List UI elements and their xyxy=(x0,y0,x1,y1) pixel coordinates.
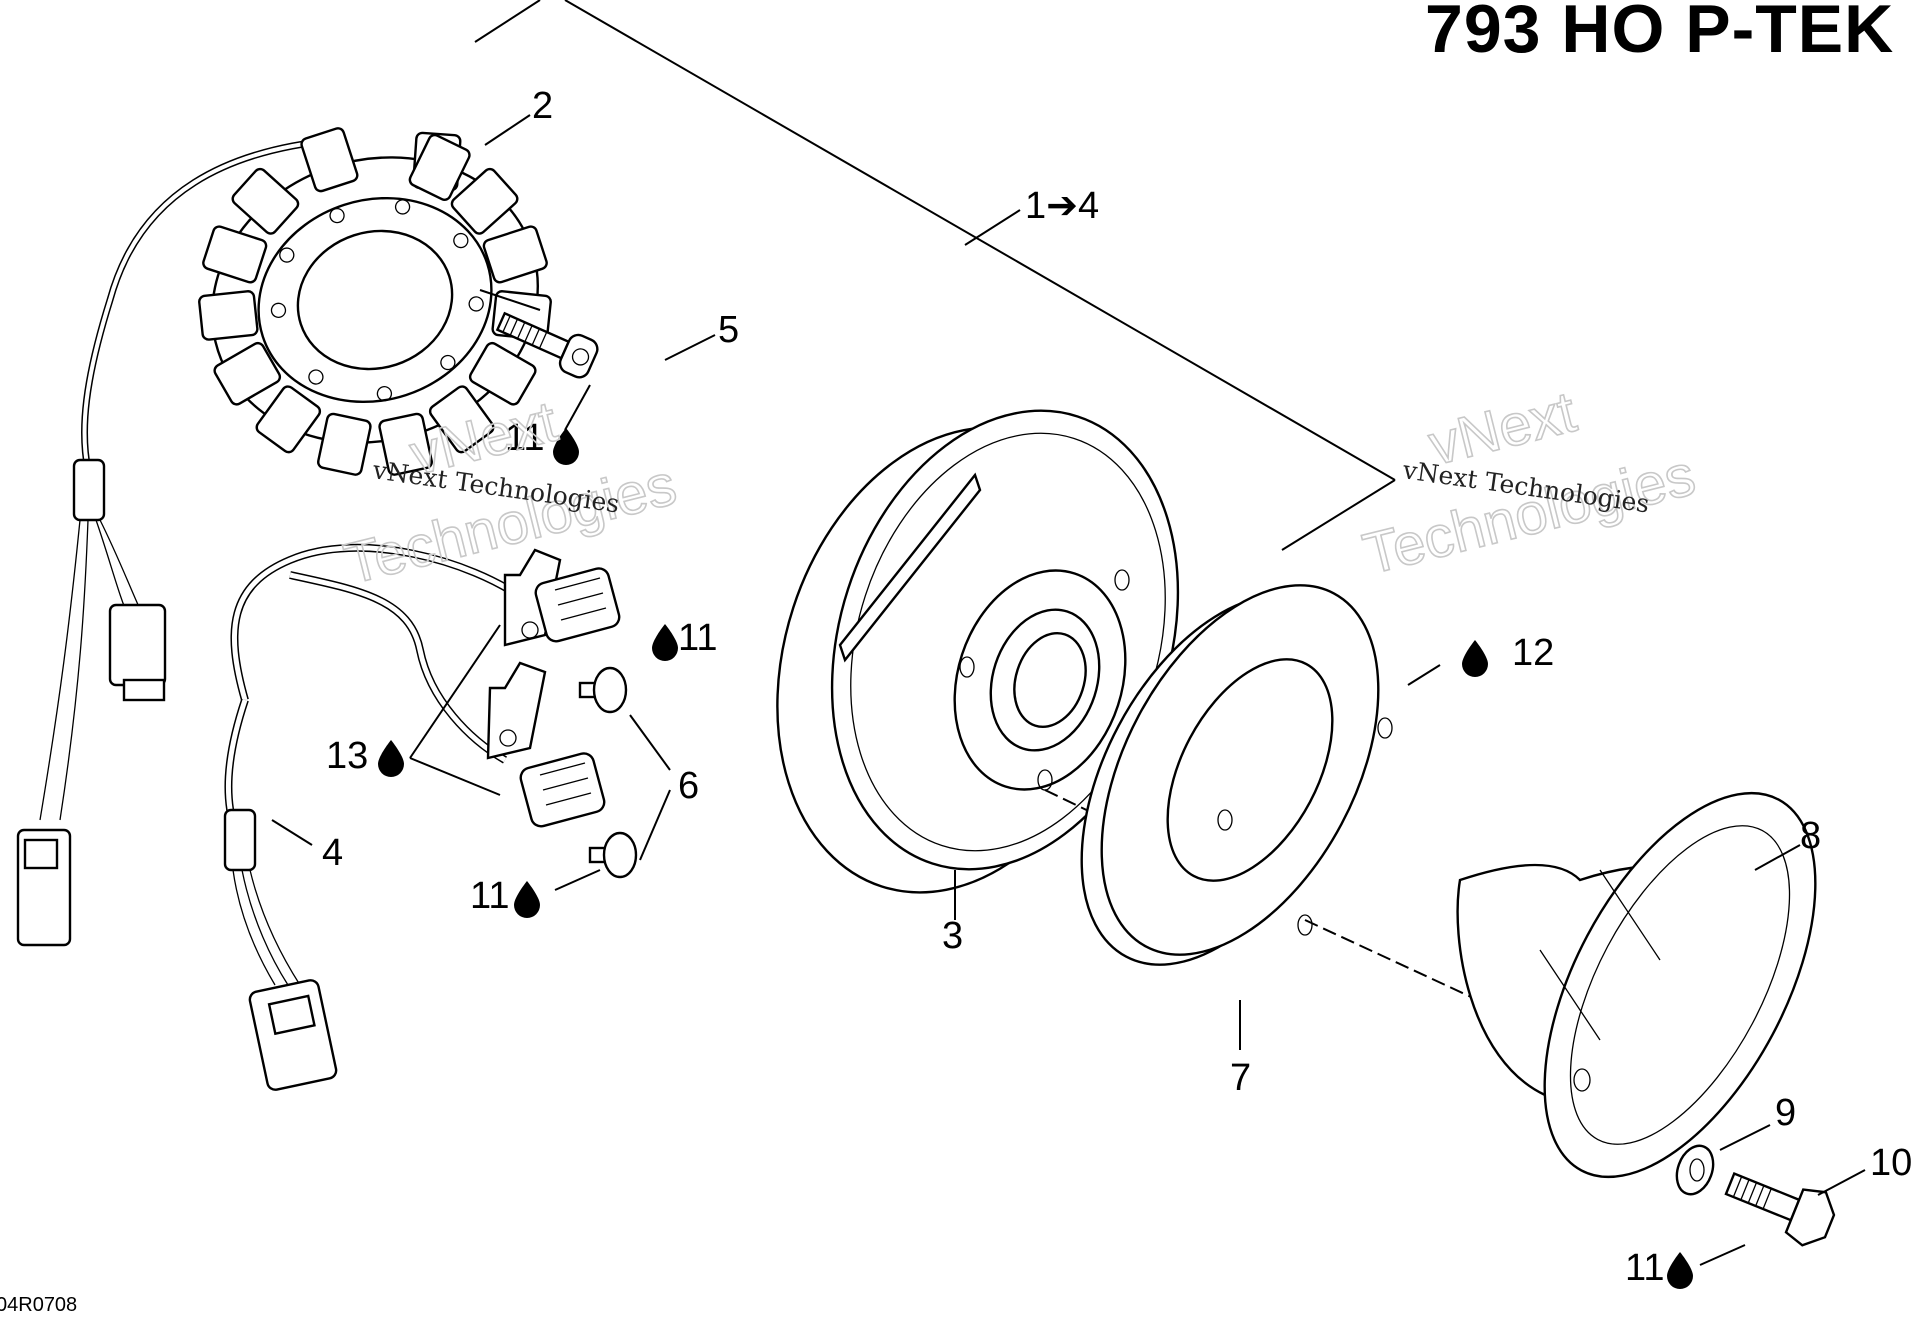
trigger-coil-lower xyxy=(486,661,606,828)
callout-11-lower: 11 xyxy=(470,875,509,917)
stator-screw xyxy=(495,311,599,379)
callout-9: 9 xyxy=(1775,1092,1796,1134)
drop-icon xyxy=(378,740,404,777)
drop-icon xyxy=(514,881,540,918)
callout-labels: 2 1➔4 5 11 11 12 13 6 4 11 3 7 8 9 10 11 xyxy=(322,85,1911,1289)
stator xyxy=(198,127,552,476)
drop-icon xyxy=(652,624,678,661)
callout-11-upper: 11 xyxy=(678,617,717,659)
callout-12: 12 xyxy=(1512,632,1554,674)
callout-4: 4 xyxy=(322,832,343,874)
flywheel-bolt xyxy=(1724,1172,1836,1247)
callout-3: 3 xyxy=(942,915,963,957)
page-title: 793 HO P-TEK xyxy=(1425,0,1895,67)
assembly-bracket-1-4 xyxy=(474,0,1396,551)
drop-icon xyxy=(553,428,579,465)
callout-2: 2 xyxy=(532,85,553,127)
drop-icon xyxy=(1667,1252,1693,1289)
drop-icons xyxy=(378,428,1693,1289)
ring-gear xyxy=(1080,584,1393,966)
drawing-code: 04R0708 xyxy=(0,1294,78,1316)
starter-cup xyxy=(1456,791,1817,1179)
callout-10: 10 xyxy=(1870,1142,1911,1184)
stator-harness xyxy=(16,136,336,947)
washer xyxy=(1675,1144,1715,1196)
callout-7: 7 xyxy=(1230,1057,1251,1099)
callout-11-flywheel: 11 xyxy=(1625,1247,1664,1289)
callout-11-bolt: 11 xyxy=(505,417,544,459)
callout-6: 6 xyxy=(678,765,699,807)
trigger-coil-screw-lower xyxy=(588,831,638,879)
trigger-coil-upper xyxy=(503,548,621,647)
flywheel xyxy=(776,409,1180,894)
callout-5: 5 xyxy=(718,309,739,351)
callout-8: 8 xyxy=(1800,815,1821,857)
callout-1-4: 1➔4 xyxy=(1025,185,1099,227)
callout-13: 13 xyxy=(326,735,368,777)
trigger-coil-screw-upper xyxy=(578,666,628,714)
trigger-coil-harness xyxy=(223,543,528,1091)
drop-icon xyxy=(1462,640,1488,677)
leader-lines xyxy=(271,114,1866,1266)
